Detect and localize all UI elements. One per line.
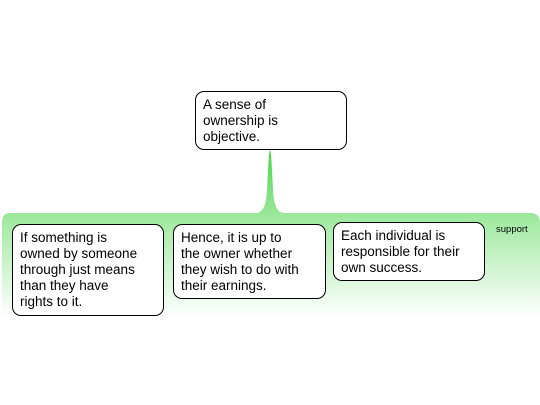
premise-node[interactable]: If something is owned by someone through… [12, 224, 164, 316]
claim-node[interactable]: A sense of ownership is objective. [195, 91, 347, 150]
premise-node[interactable]: Each individual is responsible for their… [333, 222, 485, 281]
premise-node[interactable]: Hence, it is up to the owner whether the… [173, 224, 326, 299]
support-label: support [496, 224, 528, 235]
